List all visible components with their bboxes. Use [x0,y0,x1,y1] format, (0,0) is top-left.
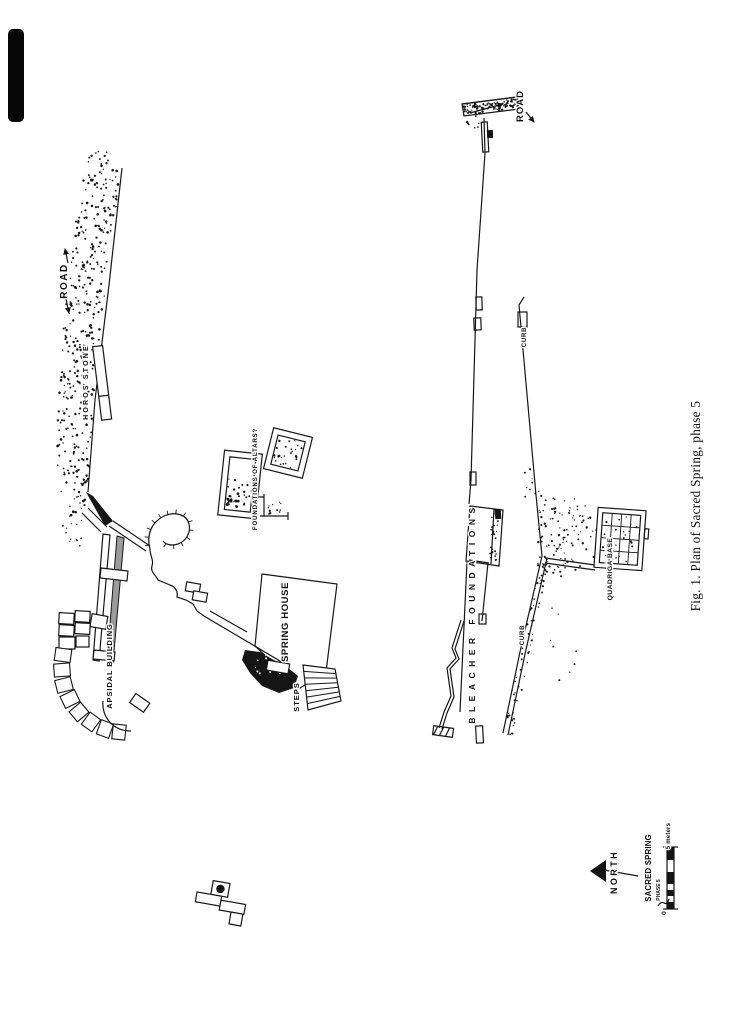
altar-foundation-east [262,427,314,479]
apsidal-rooms [58,610,109,650]
marker-block [486,129,494,139]
retaining-wall [203,615,286,665]
legend: NORTH SACRED SPRING PHASE 5 5 meters 0 [590,821,678,916]
cross-line [468,559,490,564]
scale-zero-label: 0 [661,911,668,915]
stray-stipple [523,468,578,682]
curb-label-upper: CURB [522,327,528,348]
figure-caption: Fig. 1. Plan of Sacred Spring, phase 5 [688,401,703,612]
road-label: ROAD [515,90,526,122]
wall-wedge [86,492,113,526]
curb-label-lower: CURB [520,625,526,646]
road-band-edge [461,96,518,105]
apsidal-east-wall [106,535,125,664]
road-arrow-up-icon [63,248,70,264]
spring-house-label: SPRING HOUSE [280,582,291,662]
curb-band-edge [507,557,548,736]
foundation-block [478,613,487,625]
apse-black-arc [102,700,132,732]
quadriga-base-label: QUADRIGA BASE [607,538,614,601]
scale-max-label: 5 meters [666,822,672,849]
road-band-stipple [462,98,519,129]
rubble-wall [441,620,465,730]
foundation-corner [256,494,289,520]
wall-line [112,520,151,547]
wall-line [209,610,248,633]
north-arrow-shaft [603,869,639,877]
horos-stone-label: HOROS STONE [83,344,90,420]
north-arrow-icon [590,860,606,882]
upper-plan: ROAD HOROS STONE APSIDAL BUILDING SPRING… [52,150,342,741]
small-block [191,590,209,603]
scarp-edge [148,513,191,550]
small-block [184,581,202,594]
steps-label: STEPS [292,682,301,712]
scale-bar [657,846,678,910]
road-label: ROAD [59,263,70,298]
foundation-block [473,317,482,331]
corner-stipple [267,501,282,515]
quadriga-base [593,506,650,572]
hatched-block [431,724,455,739]
junction-wall [544,557,596,571]
bleacher-line [468,117,486,505]
foundation-block [475,296,483,311]
curb-line [518,296,543,557]
lower-plan: ROAD CURB CURB BLEACHER FOUNDATIONS QUAD… [431,89,650,744]
road-edge-line [87,167,123,493]
basin-block [265,659,291,675]
road-arrow-icon [525,111,535,123]
channel-line [149,548,205,617]
bleacher-line-lower [459,561,468,713]
road-direction-arrow-icon [469,102,504,114]
well-shaft-dot [216,884,225,894]
wall-line [108,525,147,552]
slab-stipple [489,513,499,561]
road-arrow-down-icon [64,298,71,314]
wall-line [87,507,108,528]
curb-band-stipple [506,556,549,736]
scale-annotation-squiggle [657,898,670,907]
legend-title: SACRED SPRING [644,834,653,902]
rubble-wall [438,619,462,729]
wall-line [81,512,102,533]
slab-divider [490,508,495,565]
horos-stone-block [91,344,113,421]
curb-block [517,311,528,328]
inner-line [481,562,489,622]
end-block [474,725,485,744]
north-label: NORTH [609,850,619,894]
legend-phase: PHASE 5 [656,879,662,901]
altar-foundation-west [217,449,264,520]
steps-treads [303,670,341,705]
scan-edge-artifact [8,29,24,122]
bleacher-foundations-label: BLEACHER FOUNDATIONS [467,502,477,723]
well-feature [194,879,247,927]
apse-block-chain [52,646,127,741]
apsidal-building-label: APSIDAL BUILDING [105,623,114,709]
detached-block [128,692,151,714]
cross-wall [99,567,129,582]
curb-band-edge [502,555,543,734]
foundation-block [469,471,477,486]
masonry-speckles [251,654,281,678]
scarp-hachures [144,509,194,550]
altars-label: FOUNDATIONS OF ALTARS? [252,428,259,530]
cross-wall [92,649,116,662]
stray-dots [108,197,118,216]
